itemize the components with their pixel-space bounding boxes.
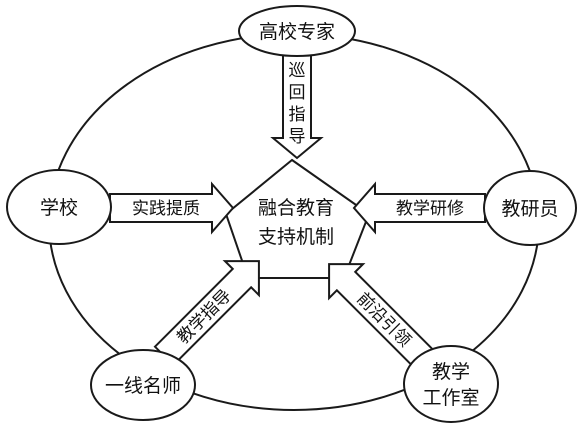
node-bottom-left [90, 349, 196, 421]
node-top [238, 5, 356, 57]
arrow-top [270, 54, 324, 160]
arrow-bottom-left-shape [153, 260, 260, 367]
arrow-left-label: 实践提质 [132, 199, 200, 219]
node-left [6, 169, 112, 245]
arrow-bottom-right-label: 前沿引领 [352, 289, 414, 351]
arrow-bottom-left-label: 教学指导 [173, 286, 235, 348]
node-right-label: 教研员 [501, 198, 558, 220]
node-right [483, 170, 577, 246]
node-bottom-left-label: 一线名师 [105, 375, 181, 397]
arrow-right-label: 教学研修 [396, 199, 464, 219]
center-label-line1: 融合教育 [258, 197, 334, 219]
node-bottom-right-label-line2: 工作室 [422, 387, 479, 409]
node-left-label: 学校 [40, 197, 78, 219]
arrow-right [352, 181, 486, 235]
arrow-top-char-3: 指 [289, 105, 306, 125]
center-label-line2: 支持机制 [258, 226, 334, 248]
node-bottom-right [403, 345, 499, 423]
arrow-top-char-1: 巡 [289, 61, 306, 81]
node-bottom-right-label-line1: 教学 [432, 361, 470, 383]
node-top-label: 高校专家 [259, 21, 335, 43]
arrow-left [109, 181, 235, 235]
arrow-top-char-4: 导 [289, 127, 306, 147]
arrow-top-char-2: 回 [289, 83, 306, 103]
arrow-bottom-right-shape [328, 263, 435, 370]
